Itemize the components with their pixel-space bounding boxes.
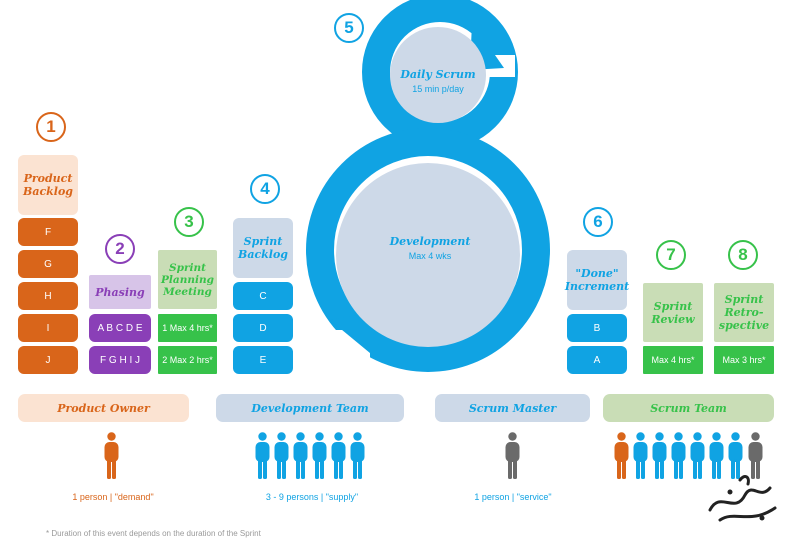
step-4-badge: 4	[250, 174, 280, 204]
person-icon	[293, 432, 308, 479]
watermark-logo	[708, 475, 777, 522]
sprint-planning-header: Sprint Planning Meeting	[158, 250, 217, 309]
sprint-backlog-header: Sprint Backlog	[233, 218, 293, 278]
person-icon	[690, 432, 705, 479]
done-increment-item: B	[567, 314, 627, 342]
sprint-cycle-figure	[306, 0, 550, 375]
sprint-retro-header: Sprint Retro-spective	[714, 283, 774, 342]
sprint-planning-item: 2 Max 2 hrs*	[158, 346, 217, 374]
footnote: * Duration of this event depends on the …	[46, 529, 261, 538]
product-backlog-header: Product Backlog	[18, 155, 78, 215]
person-icon	[350, 432, 365, 479]
person-icon	[331, 432, 346, 479]
development-loop-ring	[306, 128, 550, 372]
person-icon	[671, 432, 686, 479]
product-owner-role: Product Owner	[18, 394, 189, 422]
done-increment-title: "Done" Increment	[564, 267, 630, 293]
sprint-backlog-item: C	[233, 282, 293, 310]
scrum-master-role: Scrum Master	[435, 394, 590, 422]
product-backlog-item: I	[18, 314, 78, 342]
person-icon	[104, 432, 119, 479]
phasing-item: A B C D E	[89, 314, 151, 342]
product-backlog-item: J	[18, 346, 78, 374]
sprint-review-header: Sprint Review	[643, 283, 703, 342]
step-5-badge: 5	[334, 13, 364, 43]
step-2-badge: 2	[105, 234, 135, 264]
step-1-badge: 1	[36, 112, 66, 142]
step-3-badge: 3	[174, 207, 204, 237]
daily-scrum-duration: 15 min p/day	[412, 84, 464, 94]
product-backlog-item: F	[18, 218, 78, 246]
person-icon	[274, 432, 289, 479]
done-increment-item: A	[567, 346, 627, 374]
step-8-badge: 8	[728, 240, 758, 270]
person-icon	[614, 432, 629, 479]
step-7-badge: 7	[656, 240, 686, 270]
product-backlog-title: Product Backlog	[23, 172, 73, 198]
sprint-review-duration: Max 4 hrs*	[643, 346, 703, 374]
step-6-badge: 6	[583, 207, 613, 237]
product-backlog-item: G	[18, 250, 78, 278]
person-icon	[748, 432, 763, 479]
product-backlog-item: H	[18, 282, 78, 310]
phasing-header: Phasing	[89, 275, 151, 309]
sprint-backlog-item: D	[233, 314, 293, 342]
sprint-backlog-title: Sprint Backlog	[238, 235, 288, 261]
sprint-review-title: Sprint Review	[651, 299, 695, 326]
development-team-caption: 3 - 9 persons | "supply"	[265, 492, 359, 502]
sprint-backlog-item: E	[233, 346, 293, 374]
person-icon	[255, 432, 270, 479]
sprint-retro-duration: Max 3 hrs*	[714, 346, 774, 374]
person-icon	[728, 432, 743, 479]
development-team-role: Development Team	[216, 394, 404, 422]
phasing-item: F G H I J	[89, 346, 151, 374]
development-circle	[336, 163, 520, 347]
daily-scrum-title: Daily Scrum	[400, 68, 476, 81]
product-owner-caption: 1 person | "demand"	[72, 492, 154, 502]
sprint-planning-title: Sprint Planning Meeting	[161, 261, 214, 298]
scrum-team-role: Scrum Team	[603, 394, 774, 422]
done-increment-header: "Done" Increment	[564, 250, 630, 310]
person-icon	[633, 432, 648, 479]
phasing-title: Phasing	[95, 285, 145, 299]
daily-scrum-circle	[390, 27, 486, 123]
development-duration: Max 4 wks	[408, 251, 452, 261]
person-icon	[312, 432, 327, 479]
person-icon	[709, 432, 724, 479]
development-title: Development	[389, 235, 471, 248]
sprint-retro-title: Sprint Retro-spective	[718, 293, 770, 332]
scrum-master-caption: 1 person | "service"	[474, 492, 552, 502]
sprint-planning-item: 1 Max 4 hrs*	[158, 314, 217, 342]
person-icon	[505, 432, 520, 479]
person-icon	[652, 432, 667, 479]
